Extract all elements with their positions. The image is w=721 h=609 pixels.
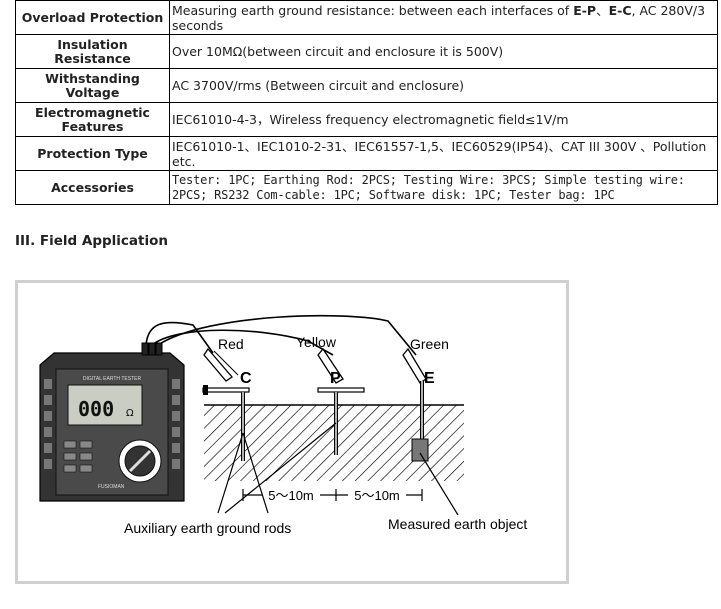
- caption-auxiliary-rods: Auxiliary earth ground rods: [124, 520, 291, 536]
- row-value: Tester: 1PC; Earthing Rod: 2PCS; Testing…: [169, 170, 718, 205]
- table-row: Protection Type IEC61010-1、IEC1010-2-31、…: [15, 136, 718, 171]
- terminal-label-p: P: [330, 370, 341, 387]
- row-label: Insulation Resistance: [15, 34, 170, 69]
- device-grips: [44, 379, 180, 469]
- clip-p: [317, 347, 344, 384]
- device-terminals: [141, 342, 163, 356]
- value-text: , AC 280V/3 seconds: [172, 2, 706, 33]
- row-label: Protection Type: [15, 136, 170, 171]
- value-text: Measuring earth ground resistance: betwe…: [172, 2, 574, 18]
- row-label: Withstanding Voltage: [15, 68, 170, 103]
- device-brand: FUSIOMAN: [98, 484, 125, 490]
- section-heading: III. Field Application: [15, 233, 169, 249]
- row-label: Electromagnetic Features: [15, 102, 170, 137]
- value-sep: 、: [596, 2, 609, 18]
- row-label: Accessories: [15, 170, 170, 205]
- distance-label-1: 5～10m: [268, 488, 314, 503]
- table-row: Electromagnetic Features IEC61010-4-3，Wi…: [15, 102, 718, 137]
- table-row: Overload Protection Measuring earth grou…: [15, 0, 718, 35]
- terminal-label-e: E: [424, 370, 435, 387]
- rod-e: [411, 381, 429, 462]
- earth-tester-device: DIGITAL EARTH TESTER 000 Ω FUSIOMAN: [39, 342, 185, 502]
- display-reading: 000: [78, 397, 114, 421]
- clip-c: [203, 347, 239, 382]
- red-wire: [145, 321, 214, 354]
- distance-bg-1: [262, 487, 320, 503]
- value-bold: E-P: [573, 2, 597, 18]
- row-value: AC 3700V/rms (Between circuit and enclos…: [169, 68, 718, 103]
- row-value: Over 10MΩ(between circuit and enclosure …: [169, 34, 718, 69]
- field-application-figure: 5～10m 5～10m Red Yellow Green C P E Auxil…: [15, 280, 569, 584]
- wire-label-red: Red: [218, 336, 244, 352]
- row-label: Overload Protection: [15, 0, 170, 35]
- value-bold: E-C: [608, 2, 632, 18]
- distance-bg-2: [348, 487, 406, 503]
- wire-label-yellow: Yellow: [296, 334, 337, 350]
- rod-c: [202, 385, 250, 461]
- rotary-dial-pointer: [128, 449, 152, 473]
- caption-pointers: [217, 422, 459, 516]
- table-row: Accessories Tester: 1PC; Earthing Rod: 2…: [15, 170, 718, 205]
- wire-label-green: Green: [410, 336, 449, 352]
- field-diagram: 5～10m 5～10m Red Yellow Green C P E Auxil…: [39, 314, 527, 536]
- yellow-wire: [151, 329, 334, 356]
- row-value: IEC61010-1、IEC1010-2-31、IEC61557-1,5、IEC…: [169, 136, 718, 171]
- device-buttons: [63, 440, 93, 473]
- table-row: Withstanding Voltage AC 3700V/rms (Betwe…: [15, 68, 718, 103]
- green-wire: [157, 314, 417, 356]
- device-display: [67, 384, 143, 426]
- device-panel-title: DIGITAL EARTH TESTER: [83, 376, 142, 382]
- distance-label-2: 5～10m: [354, 488, 400, 503]
- row-value: IEC61010-4-3，Wireless frequency electrom…: [169, 102, 718, 137]
- spec-table: Overload Protection Measuring earth grou…: [15, 0, 718, 205]
- table-row: Insulation Resistance Over 10MΩ(between …: [15, 34, 718, 69]
- terminal-label-c: C: [240, 370, 252, 387]
- test-wires: [145, 314, 417, 356]
- caption-measured-object: Measured earth object: [388, 516, 527, 532]
- row-value: Measuring earth ground resistance: betwe…: [169, 0, 718, 35]
- display-unit: Ω: [126, 408, 134, 419]
